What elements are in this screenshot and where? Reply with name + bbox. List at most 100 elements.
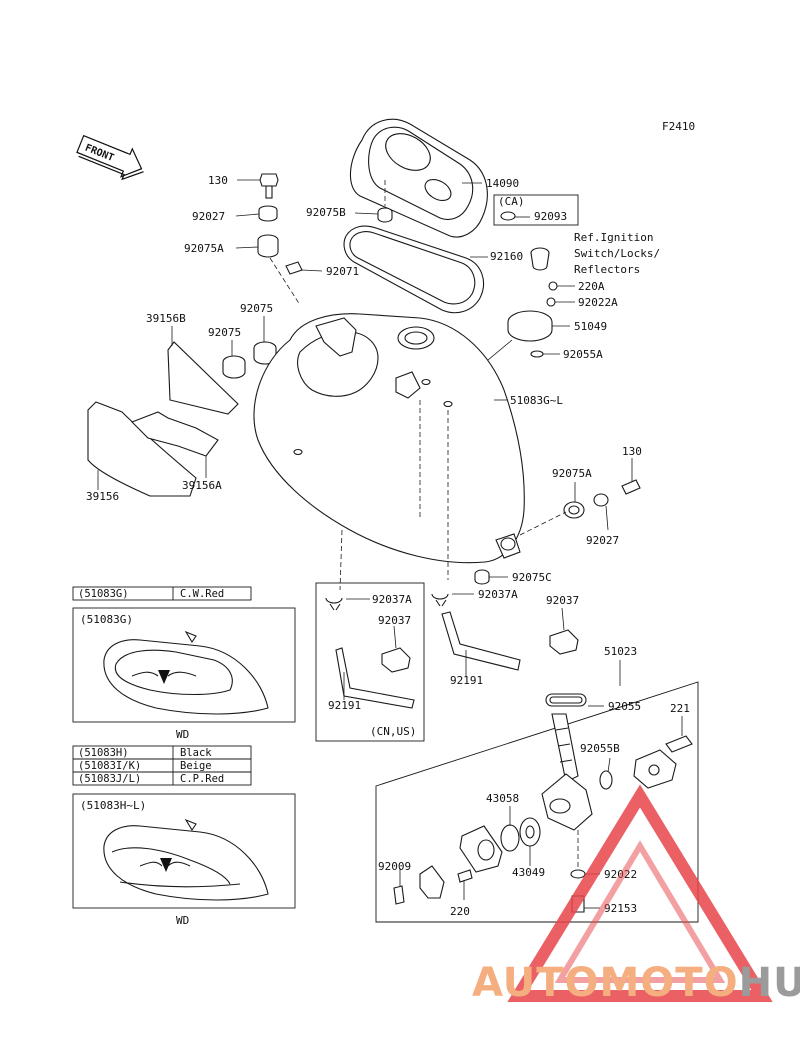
fuel-cock-box: [375, 681, 699, 923]
front-arrow-icon: FRONT: [76, 134, 144, 181]
label-51023: 51023: [604, 645, 637, 658]
grommet-92071-icon: [285, 261, 323, 275]
cn-us-box: [315, 582, 425, 742]
label-ref-ignition: Ref.Ignition: [574, 231, 653, 244]
damper-92075-left-icon: [222, 340, 246, 379]
inset-frame-2: [72, 793, 296, 909]
label-92191-left: 92191: [328, 699, 361, 712]
label-51049: 51049: [574, 320, 607, 333]
inset1-title: (51083G): [80, 613, 133, 626]
figure-code: F2410: [662, 120, 695, 133]
label-92055A: 92055A: [563, 348, 603, 361]
screw-220-icon: [457, 869, 473, 900]
bolt-130-right-icon: [621, 458, 641, 495]
clamp-92037-right-icon: [549, 607, 579, 655]
knob-icon: [419, 865, 445, 899]
label-92093: 92093: [534, 210, 567, 223]
table2-color-2: C.P.Red: [180, 773, 224, 785]
label-92075C: 92075C: [512, 571, 552, 584]
label-92055: 92055: [608, 700, 641, 713]
oring-92055B-icon: [599, 757, 613, 790]
side-cover-39156: [87, 401, 197, 497]
fuel-cap-51049-icon: [507, 310, 570, 342]
label-92153: 92153: [604, 902, 637, 915]
label-92027-right: 92027: [586, 534, 619, 547]
label-92075-left: 92075: [208, 326, 241, 339]
hose-92191-left: [335, 647, 415, 709]
color-table-1: [72, 586, 252, 601]
side-cover-39156A: [131, 411, 219, 478]
label-43058: 43058: [486, 792, 519, 805]
fuel-cock-body: [541, 713, 593, 831]
label-130: 130: [208, 174, 228, 187]
color-table-2: [72, 745, 252, 786]
label-92075B: 92075B: [306, 206, 346, 219]
ca-box: [493, 194, 579, 226]
label-92037A-right: 92037A: [478, 588, 518, 601]
label-39156A: 39156A: [182, 479, 222, 492]
ignition-cap-icon: [530, 247, 550, 271]
diaphragm-43049-icon: [519, 817, 541, 866]
grommet-92093-icon: [500, 211, 530, 221]
oring-92055-icon: [545, 693, 604, 707]
screw-220A-icon: [548, 281, 575, 291]
oring-92055A-icon: [530, 350, 560, 358]
label-14090: 14090: [486, 177, 519, 190]
label-92160: 92160: [490, 250, 523, 263]
screw-92009-icon: [393, 868, 405, 905]
label-92022A: 92022A: [578, 296, 618, 309]
inset1-caption: WD: [176, 728, 189, 741]
label-220A: 220A: [578, 280, 605, 293]
label-43049: 43049: [512, 866, 545, 879]
table2-color-0: Black: [180, 747, 212, 759]
gasket-92160: [343, 225, 488, 314]
label-92055B: 92055B: [580, 742, 620, 755]
table2-code-1: (51083I/K): [78, 760, 141, 772]
label-cn-us: (CN,US): [370, 725, 416, 738]
bolt-221-icon: [665, 716, 693, 753]
watermark-part1: AUTOMOTO: [472, 960, 739, 1006]
label-92191-right: 92191: [450, 674, 483, 687]
label-220: 220: [450, 905, 470, 918]
clamp-92037A-right-icon: [431, 593, 474, 607]
watermark-part2: HUB: [739, 960, 800, 1006]
damper-92075B-icon: [354, 180, 393, 223]
label-51083G-L: 51083G~L: [510, 394, 563, 407]
table2-code-2: (51083J/L): [78, 773, 141, 785]
lever-cover-icon: [633, 749, 677, 789]
damper-92075C-icon: [474, 537, 516, 585]
gasket-43058-icon: [500, 806, 520, 852]
label-39156B: 39156B: [146, 312, 186, 325]
clamp-92037-left-icon: [381, 625, 411, 673]
label-ref-switch: Switch/Locks/: [574, 247, 660, 260]
damper-92075A-icon: [235, 234, 279, 258]
label-92075A-right: 92075A: [552, 467, 592, 480]
table1-code-0: (51083G): [78, 588, 129, 600]
inset2-title: (51083H~L): [80, 799, 146, 812]
clamp-92037A-left-icon: [325, 597, 370, 611]
plate-icon: [459, 825, 503, 873]
label-92027: 92027: [192, 210, 225, 223]
collar-92027-icon: [235, 205, 278, 222]
side-cover-39156B: [167, 326, 239, 415]
label-130-right: 130: [622, 445, 642, 458]
label-39156: 39156: [86, 490, 119, 503]
table1-color-0: C.W.Red: [180, 588, 224, 600]
inset-tank-2-icon: [103, 818, 269, 901]
label-221: 221: [670, 702, 690, 715]
hose-92191-right: [441, 611, 521, 676]
damper-92075-right-icon: [253, 316, 277, 365]
label-92037-left: 92037: [378, 614, 411, 627]
inset-tank-1-icon: [103, 630, 269, 715]
label-92071: 92071: [326, 265, 359, 278]
inset-frame-1: [72, 607, 296, 723]
label-92009: 92009: [378, 860, 411, 873]
bolt-130-icon: [237, 173, 279, 199]
label-ca: (CA): [498, 195, 525, 208]
inset2-caption: WD: [176, 914, 189, 927]
table2-color-1: Beige: [180, 760, 212, 772]
tank-console-14090: [349, 118, 488, 238]
label-ref-reflectors: Reflectors: [574, 263, 640, 276]
fuel-tank-51083: [253, 313, 525, 564]
